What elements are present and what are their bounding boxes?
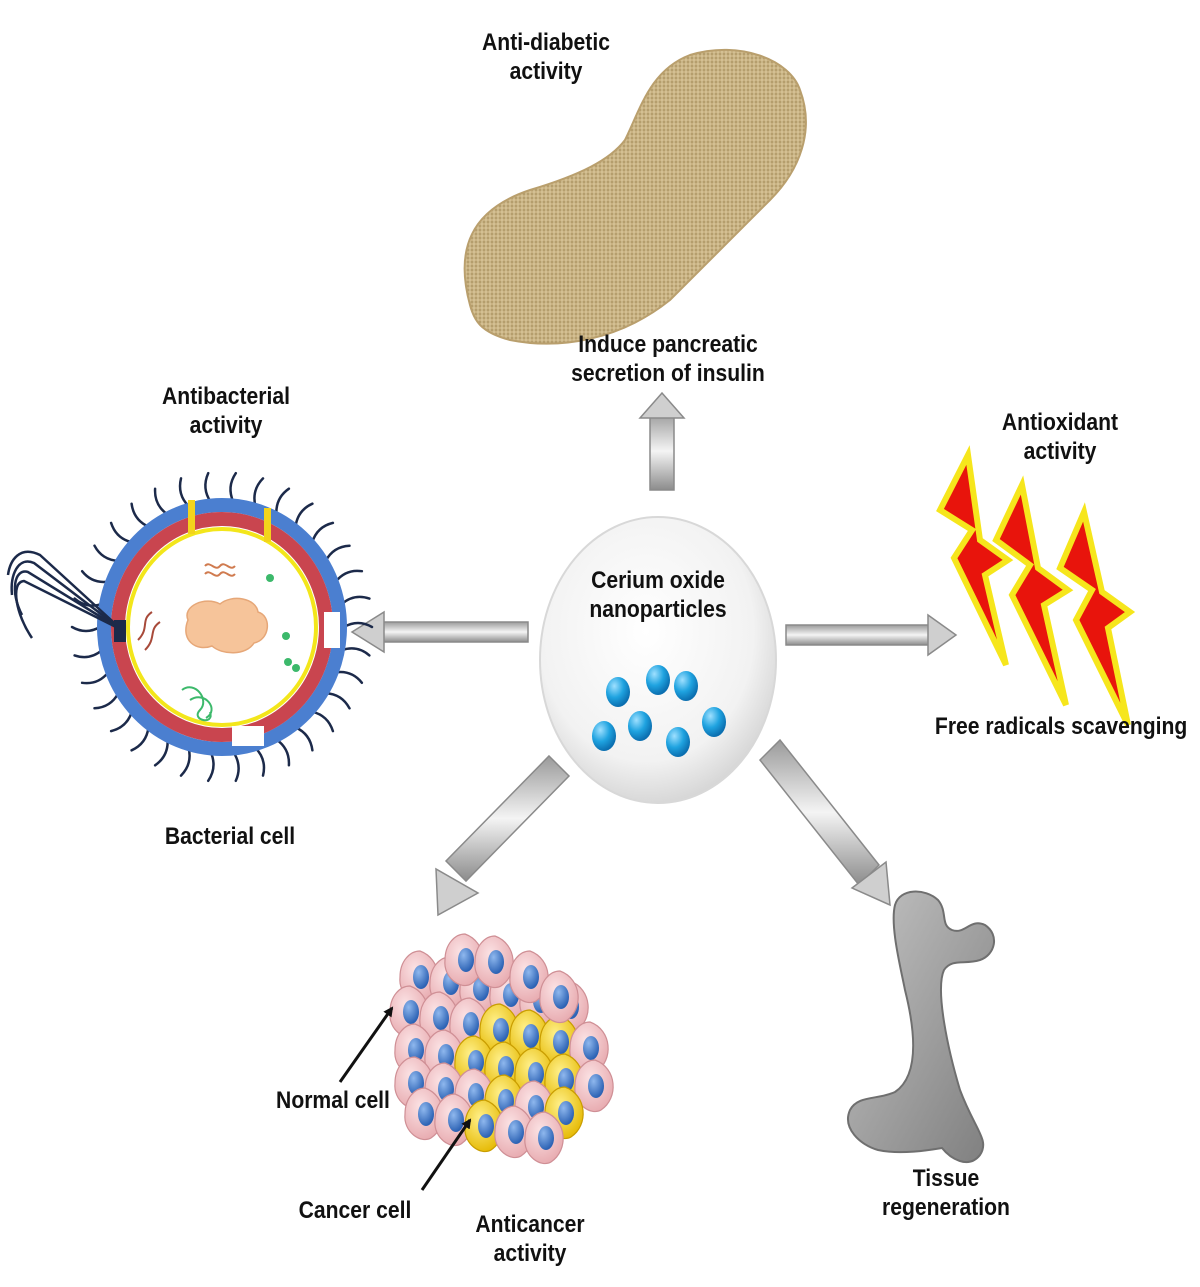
cancer-cell: [509, 1009, 549, 1063]
antioxidant-caption: Free radicals scavenging: [934, 713, 1188, 740]
normal-cell: [494, 1105, 534, 1159]
nanoparticle: [702, 707, 726, 737]
nanoparticle: [606, 677, 630, 707]
antidiabetic-effect: Induce pancreatic secretion of insulin: [552, 330, 784, 389]
arrow-to-tissue: [758, 738, 891, 907]
center-label-line1: Cerium oxide: [591, 567, 725, 594]
center-label-line2: nanoparticles: [589, 596, 727, 624]
antidiabetic-title: Anti-diabetic activity: [449, 28, 643, 87]
antidiabetic-title-line2: activity: [509, 58, 583, 86]
antioxidant-title: Antioxidant activity: [963, 408, 1157, 467]
tissue-title: Tissue regeneration: [858, 1164, 1034, 1223]
normal-cell: [404, 1087, 444, 1141]
normal-cell-pointer: [338, 1006, 394, 1083]
cell-cluster-icon: [389, 933, 614, 1165]
cancer-cell-pointer: [420, 1118, 472, 1191]
cancer-cell: [479, 1003, 519, 1057]
lightning-bolt-icon: [936, 445, 1136, 727]
anticancer-title-line2: activity: [493, 1240, 567, 1268]
nanoparticle: [646, 665, 670, 695]
center-circle: [539, 516, 777, 804]
normal-cell: [574, 1059, 614, 1113]
antioxidant-title-line1: Antioxidant: [1001, 409, 1119, 436]
normal-cell: [444, 933, 484, 987]
normal-cell: [524, 1111, 564, 1165]
bacterial-cell-caption: Bacterial cell: [164, 823, 296, 850]
nanoparticle-group: [592, 665, 726, 757]
anticancer-title: Anticancer activity: [433, 1210, 627, 1269]
arrow-to-antioxidant: [785, 613, 958, 657]
normal-cell: [569, 1021, 609, 1075]
antidiabetic-effect-line2: secretion of insulin: [571, 360, 765, 388]
bone-icon: [847, 890, 995, 1164]
arrow-to-antibacterial: [350, 610, 529, 654]
antidiabetic-effect-line1: Induce pancreatic: [578, 331, 758, 358]
normal-cell-label: Normal cell: [276, 1087, 390, 1114]
antibacterial-title-line2: activity: [189, 412, 263, 440]
nanoparticle: [674, 671, 698, 701]
arrow-to-anticancer: [435, 754, 571, 917]
antioxidant-title-line2: activity: [1023, 438, 1097, 466]
antidiabetic-title-line1: Anti-diabetic: [482, 29, 610, 56]
normal-cell: [509, 950, 549, 1004]
tissue-title-line2: regeneration: [882, 1194, 1010, 1222]
antibacterial-title-line1: Antibacterial: [162, 383, 290, 410]
tissue-title-line1: Tissue: [912, 1165, 980, 1192]
anticancer-title-line1: Anticancer: [475, 1211, 585, 1238]
center-label: Cerium oxide nanoparticles: [570, 566, 746, 625]
pancreas-icon: [463, 48, 807, 345]
arrow-to-antidiabetic: [638, 391, 686, 491]
cancer-cell: [539, 1015, 579, 1069]
cancer-cell-label: Cancer cell: [298, 1197, 412, 1224]
normal-cell: [474, 935, 514, 989]
normal-cell: [434, 1093, 474, 1147]
bacterial-cell-icon: [6, 471, 374, 783]
nanoparticle: [666, 727, 690, 757]
normal-cell: [539, 970, 579, 1024]
nanoparticle: [628, 711, 652, 741]
antibacterial-title: Antibacterial activity: [129, 382, 323, 441]
nanoparticle: [592, 721, 616, 751]
